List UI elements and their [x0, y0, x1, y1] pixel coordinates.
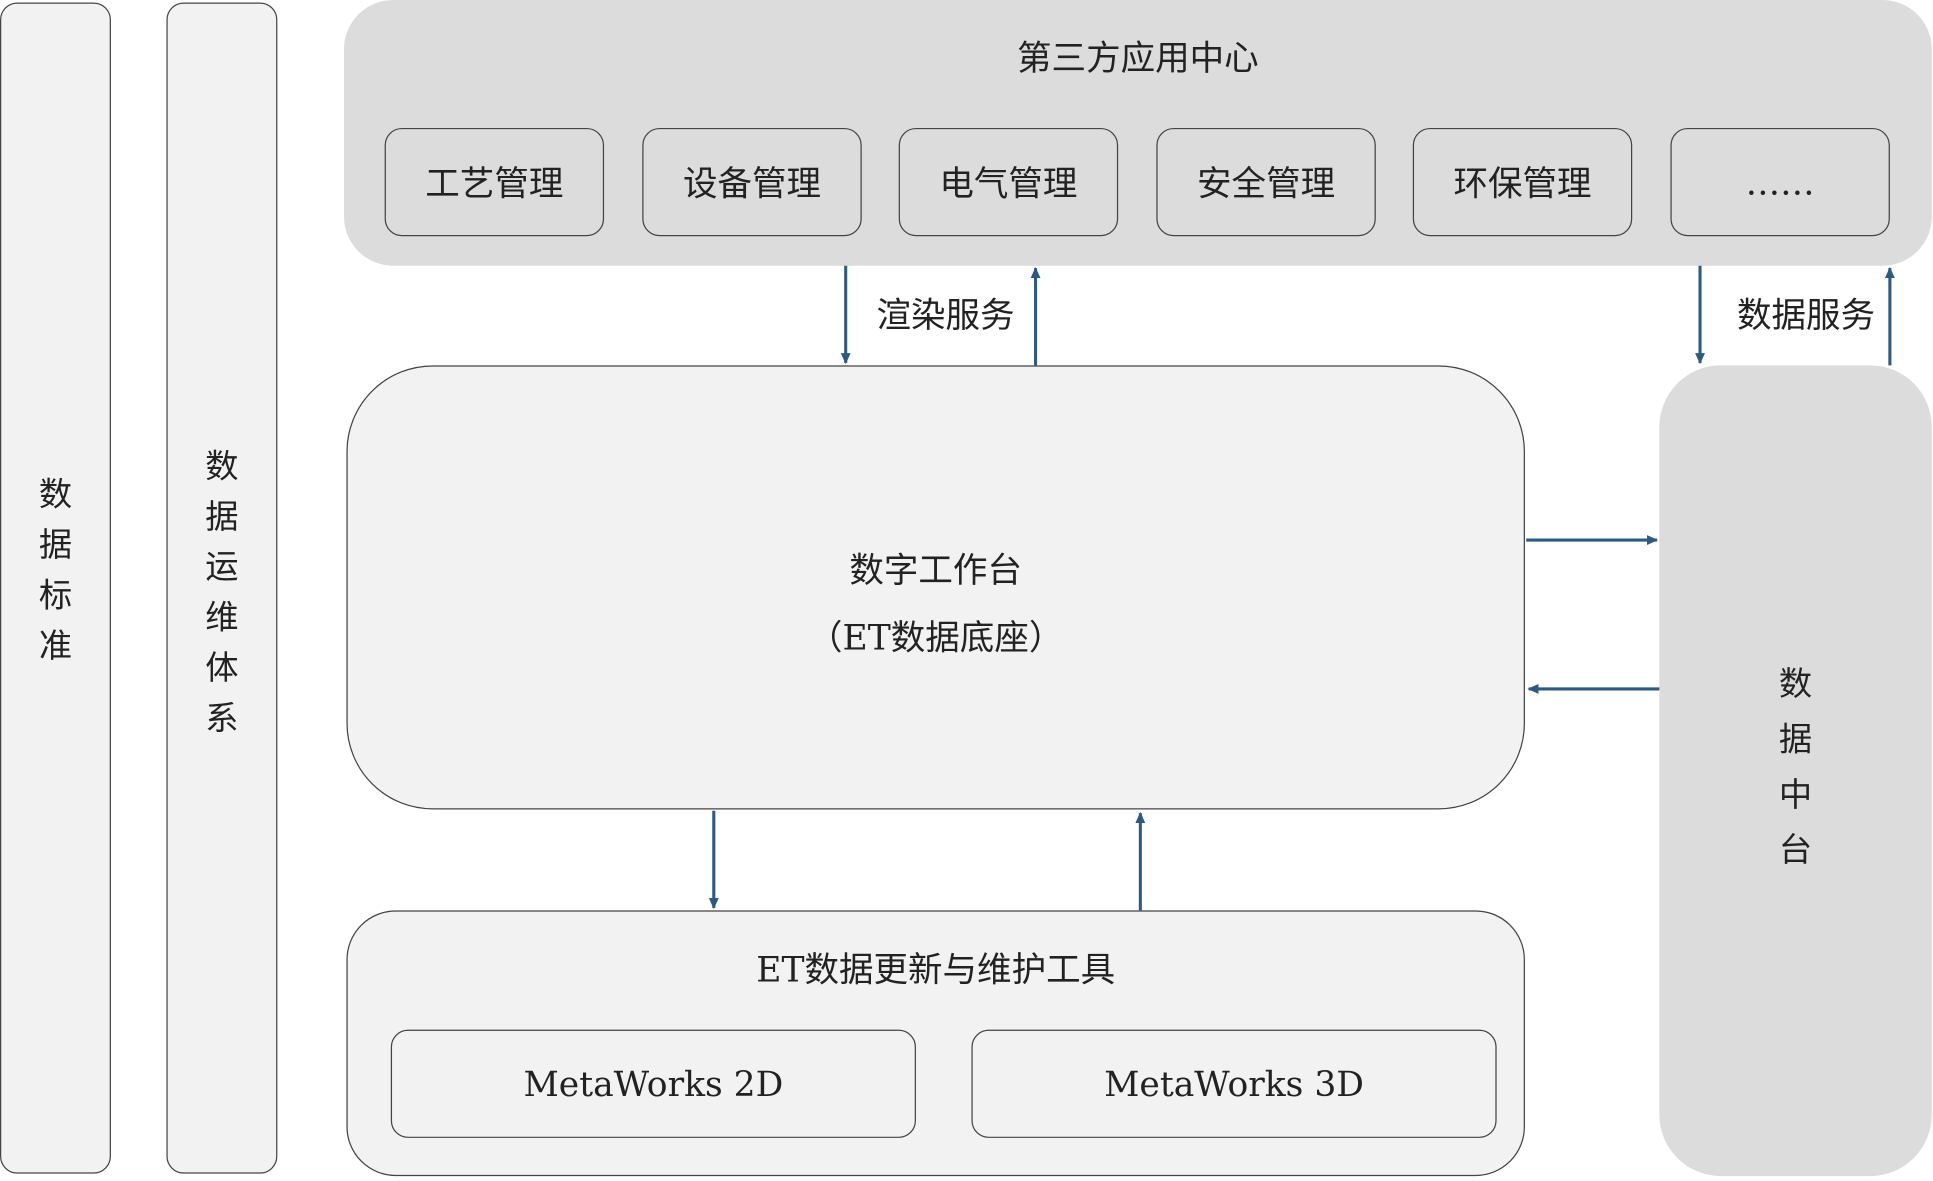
char: 据 — [38, 526, 73, 565]
char: 据 — [205, 498, 239, 537]
app-center-title: 第三方应用中心 — [1017, 38, 1259, 79]
data-standard-label: 数 据 标 准 — [1, 470, 109, 672]
char: 标 — [38, 576, 73, 616]
char: 体 — [205, 649, 239, 688]
app-more: …… — [1670, 127, 1890, 237]
app-electrical-mgmt: 电气管理 — [898, 127, 1119, 237]
app-equipment-mgmt: 设备管理 — [642, 127, 862, 237]
char: 据 — [1778, 720, 1813, 760]
tools-title: ET数据更新与维护工具 — [756, 949, 1116, 991]
data-ops-pillar: 数 据 运 维 体 系 — [166, 2, 278, 1174]
third-party-app-center: 第三方应用中心 — [343, 0, 1932, 266]
digital-workbench: 数字工作台 （ET数据底座） — [346, 365, 1525, 810]
app-env-mgmt: 环保管理 — [1412, 127, 1633, 237]
char: 台 — [1778, 831, 1813, 870]
char: 数 — [205, 447, 239, 486]
char: 数 — [1778, 665, 1813, 704]
workbench-subtitle: （ET数据底座） — [808, 617, 1064, 659]
char: 系 — [205, 699, 239, 739]
data-platform: 数 据 中 台 — [1659, 365, 1932, 1177]
char: 维 — [205, 599, 239, 638]
char: 准 — [38, 627, 73, 666]
render-service-label: 渲染服务 — [876, 295, 1015, 336]
char: 中 — [1778, 776, 1813, 815]
workbench-title: 数字工作台 — [849, 549, 1022, 591]
char: 运 — [205, 548, 239, 587]
et-data-tools: ET数据更新与维护工具 MetaWorks 2D MetaWorks 3D — [346, 910, 1525, 1177]
data-standard-pillar: 数 据 标 准 — [0, 2, 111, 1174]
app-safety-mgmt: 安全管理 — [1156, 127, 1376, 237]
data-ops-label: 数 据 运 维 体 系 — [168, 442, 276, 745]
data-platform-label: 数 据 中 台 — [1659, 657, 1931, 878]
data-service-label: 数据服务 — [1737, 295, 1876, 336]
app-process-mgmt: 工艺管理 — [384, 127, 605, 237]
metaworks-2d: MetaWorks 2D — [390, 1029, 916, 1138]
metaworks-3d: MetaWorks 3D — [971, 1029, 1497, 1138]
char: 数 — [38, 476, 73, 515]
